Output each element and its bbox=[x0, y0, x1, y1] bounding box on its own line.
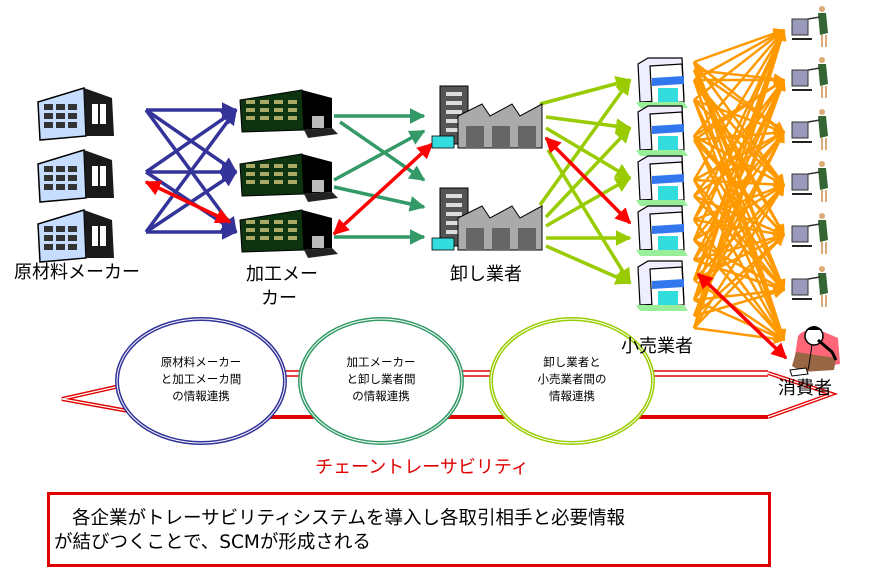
processor-building-icon bbox=[239, 153, 338, 202]
info-circle-3-line-3: 情報連携 bbox=[549, 389, 595, 403]
info-circle-text-1: 原材料メーカー と加工メーカ間 の情報連携 bbox=[131, 354, 271, 405]
trace-back-arrow bbox=[696, 272, 788, 360]
summary-line-1: 各企業がトレーサビリティシステムを導入し各取引相手と必要情報 bbox=[72, 508, 625, 529]
info-circle-text-3: 卸し業者と 小売業者間の 情報連携 bbox=[502, 354, 642, 405]
arrow-retailer-to-consumer bbox=[693, 28, 785, 82]
arrow-retailer-to-consumer bbox=[693, 78, 785, 138]
consumer-label: 消費者 bbox=[778, 378, 832, 399]
factory-icon bbox=[37, 209, 114, 263]
arrows-processor-to-wholesaler bbox=[333, 108, 426, 245]
info-circle-2-line-1: 加工メーカー bbox=[346, 355, 416, 369]
arrow-retailer-to-consumer bbox=[692, 28, 787, 301]
trace-back-arrow bbox=[544, 136, 632, 225]
arrow-processor-to-wholesaler bbox=[333, 185, 426, 212]
processor-label-line2: カー bbox=[261, 288, 297, 309]
arrow-retailer-to-consumer bbox=[692, 28, 786, 221]
shopper-icon bbox=[791, 6, 828, 47]
retail-store-icon bbox=[636, 57, 688, 108]
processor-label-line1: 加工メー bbox=[246, 264, 318, 285]
retail-store-icon bbox=[636, 155, 688, 206]
processor-building-icon bbox=[239, 89, 338, 138]
info-circle-1-line-2: と加工メーカ間 bbox=[160, 372, 242, 386]
retail-store-icon bbox=[636, 205, 688, 256]
processor-building-icon bbox=[239, 209, 338, 258]
arrow-retailer-to-consumer bbox=[693, 98, 786, 134]
summary-line-2: が結びつくことで、SCMが形成される bbox=[54, 532, 371, 553]
chain-traceability-label: チェーントレーサビリティ bbox=[315, 457, 529, 478]
arrow-retailer-to-consumer bbox=[692, 78, 786, 261]
raw-material-maker-label: 原材料メーカー bbox=[14, 262, 140, 283]
wholesaler-warehouses bbox=[431, 85, 543, 251]
shopper-icon bbox=[791, 213, 828, 254]
info-circle-raw-processor bbox=[115, 317, 287, 445]
summary-box: 各企業がトレーサビリティシステムを導入し各取引相手と必要情報 が結びつくことで、… bbox=[47, 492, 771, 567]
arrow-retailer-to-consumer bbox=[692, 79, 786, 221]
trace-back-arrows bbox=[144, 136, 788, 360]
arrow-wholesaler-to-retailer bbox=[545, 244, 632, 285]
retailer-label: 小売業者 bbox=[621, 336, 693, 357]
info-circle-2-line-3: の情報連携 bbox=[352, 389, 410, 403]
arrow-wholesaler-to-retailer bbox=[545, 115, 632, 134]
shopper-icon bbox=[791, 57, 828, 98]
raw-material-factories bbox=[37, 87, 114, 263]
shopper-icon bbox=[791, 161, 828, 202]
retail-store-icon bbox=[636, 105, 688, 156]
arrows-wholesaler-to-retailer bbox=[538, 76, 632, 285]
info-circle-text-2: 加工メーカー と卸し業者間 の情報連携 bbox=[311, 354, 451, 405]
arrow-wholesaler-to-retailer bbox=[539, 76, 632, 106]
arrow-retailer-to-consumer bbox=[693, 29, 785, 137]
shopper-icon bbox=[791, 266, 828, 307]
arrow-retailer-to-consumer bbox=[693, 134, 785, 187]
retail-stores bbox=[636, 57, 688, 311]
arrow-retailer-to-consumer bbox=[692, 29, 786, 181]
arrow-retailer-to-consumer bbox=[693, 184, 785, 281]
processor-buildings bbox=[239, 89, 338, 258]
consumer-phone-icon bbox=[789, 326, 840, 377]
warehouse-icon bbox=[431, 187, 543, 251]
info-circle-3-line-1: 卸し業者と bbox=[543, 355, 601, 369]
shopper-icon bbox=[791, 109, 828, 150]
info-circle-2-line-2: と卸し業者間 bbox=[346, 372, 416, 386]
info-circle-wholesaler-retailer bbox=[489, 317, 655, 445]
info-circle-3-line-2: 小売業者間の bbox=[537, 372, 607, 386]
arrow-retailer-to-consumer bbox=[693, 131, 785, 241]
arrow-retailer-to-consumer bbox=[693, 29, 785, 101]
arrows-raw-to-processor bbox=[144, 102, 238, 240]
factory-icon bbox=[37, 87, 114, 141]
info-circle-1-line-1: 原材料メーカー bbox=[160, 355, 242, 369]
arrow-raw-to-processor bbox=[145, 108, 238, 174]
wholesaler-label: 卸し業者 bbox=[450, 264, 522, 285]
arrows-retailer-to-consumer bbox=[692, 28, 787, 345]
consumer-shoppers bbox=[791, 6, 828, 307]
trace-back-arrow bbox=[144, 180, 232, 224]
retail-store-icon bbox=[636, 260, 688, 311]
arrow-retailer-to-consumer bbox=[693, 99, 785, 186]
info-circle-1-line-3: の情報連携 bbox=[172, 389, 230, 403]
warehouse-icon bbox=[431, 85, 543, 149]
arrow-retailer-to-consumer bbox=[693, 28, 786, 64]
trace-back-arrow bbox=[332, 142, 434, 236]
info-circle-processor-wholesaler bbox=[298, 317, 464, 445]
factory-icon bbox=[37, 149, 114, 203]
arrow-retailer-to-consumer bbox=[692, 28, 786, 241]
